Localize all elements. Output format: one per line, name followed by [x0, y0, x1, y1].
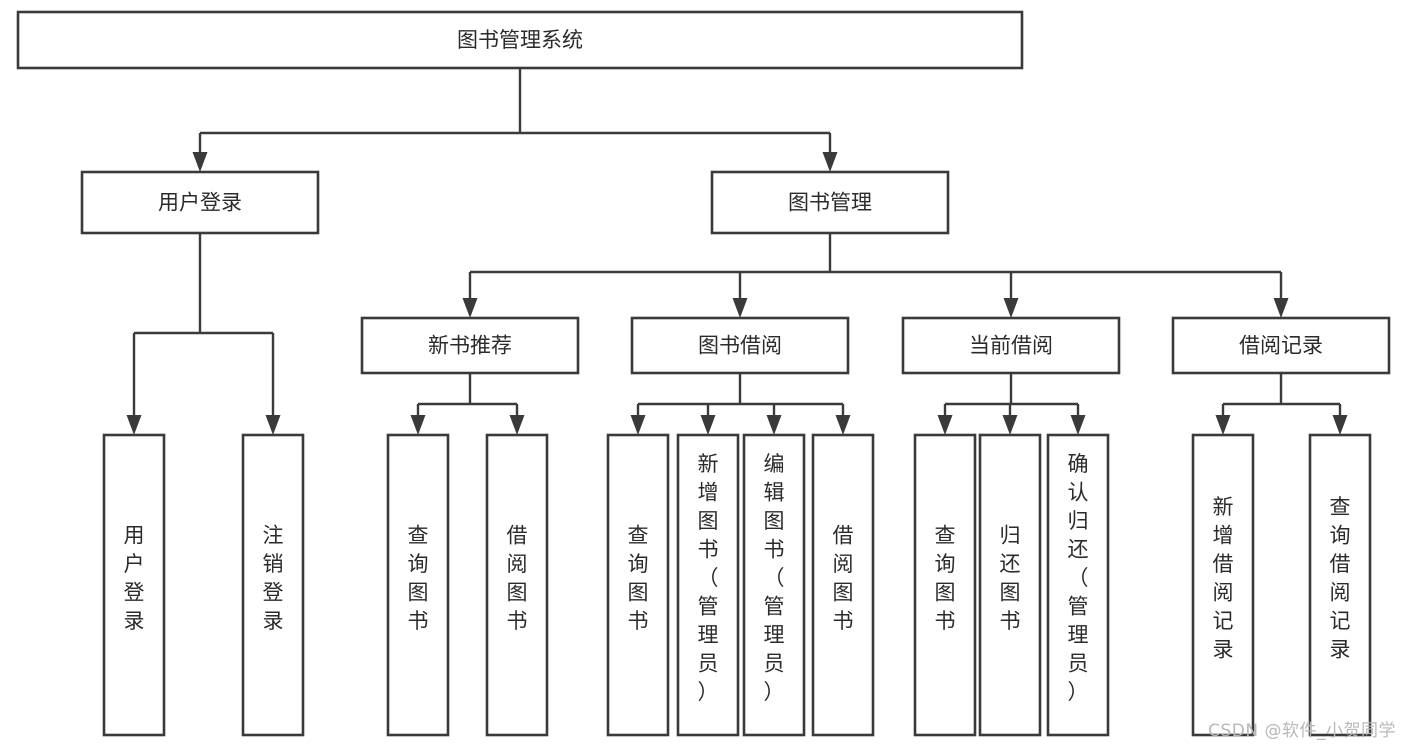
connector-layer [126, 68, 1348, 435]
arrow-head-icon [822, 152, 838, 172]
node-l1_1[interactable]: 图书管理 [710, 170, 950, 235]
node-box[interactable] [676, 433, 740, 737]
node-label: 查询图书 [935, 523, 956, 633]
node-label: 确认归还（管理员） [1068, 452, 1089, 704]
node-leaf_0[interactable]: 用户登录 [102, 433, 166, 737]
node-label: 新增图书（管理员） [698, 452, 719, 704]
node-leaf_9[interactable]: 归还图书 [978, 433, 1042, 737]
node-box[interactable] [901, 316, 1121, 375]
arrow-head-icon [1215, 415, 1231, 435]
node-leaf_10[interactable]: 确认归还（管理员） [1046, 433, 1110, 737]
node-label: 借阅记录 [1239, 334, 1323, 358]
node-leaf_4[interactable]: 查询图书 [606, 433, 670, 737]
node-box[interactable] [1308, 433, 1372, 737]
node-label: 注销登录 [263, 523, 284, 633]
node-leaf_7[interactable]: 借阅图书 [811, 433, 875, 737]
arrow-head-icon [462, 298, 478, 318]
node-box[interactable] [606, 433, 670, 737]
node-box[interactable] [1046, 433, 1110, 737]
node-box[interactable] [913, 433, 977, 737]
node-box[interactable] [80, 170, 320, 235]
arrow-head-icon [732, 298, 748, 318]
arrow-head-icon [835, 415, 851, 435]
node-label: 当前借阅 [969, 334, 1053, 358]
node-label: 图书借阅 [698, 334, 782, 358]
node-box[interactable] [360, 316, 580, 375]
node-label: 归还图书 [1000, 523, 1021, 633]
node-label: 查询图书 [408, 523, 429, 633]
node-leaf_2[interactable]: 查询图书 [386, 433, 450, 737]
arrow-head-icon [630, 415, 646, 435]
node-l2_3[interactable]: 借阅记录 [1171, 316, 1391, 375]
arrow-head-icon [766, 415, 782, 435]
arrow-head-icon [700, 415, 716, 435]
arrow-head-icon [1003, 298, 1019, 318]
node-box[interactable] [742, 433, 806, 737]
csdn-watermark: CSDN @软件_小贺同学 [1208, 721, 1396, 741]
arrow-head-icon [1070, 415, 1086, 435]
node-label: 查询图书 [628, 523, 649, 633]
arrow-head-icon [192, 152, 208, 172]
node-label: 查询借阅记录 [1330, 495, 1351, 662]
node-box[interactable] [1171, 316, 1391, 375]
node-box[interactable] [16, 10, 1024, 70]
node-leaf_8[interactable]: 查询图书 [913, 433, 977, 737]
node-l2_2[interactable]: 当前借阅 [901, 316, 1121, 375]
node-label: 借阅图书 [833, 523, 854, 633]
node-label: 用户登录 [124, 523, 145, 633]
node-box[interactable] [241, 433, 305, 737]
node-layer: 图书管理系统用户登录图书管理新书推荐图书借阅当前借阅借阅记录用户登录注销登录查询… [16, 10, 1391, 737]
node-box[interactable] [1191, 433, 1255, 737]
node-box[interactable] [102, 433, 166, 737]
arrow-head-icon [937, 415, 953, 435]
arrow-head-icon [126, 415, 142, 435]
arrow-head-icon [265, 415, 281, 435]
arrow-head-icon [410, 415, 426, 435]
node-label: 图书管理系统 [457, 28, 583, 52]
node-leaf_6[interactable]: 编辑图书（管理员） [742, 433, 806, 737]
node-box[interactable] [386, 433, 450, 737]
node-box[interactable] [485, 433, 549, 737]
node-l2_1[interactable]: 图书借阅 [630, 316, 850, 375]
node-leaf_1[interactable]: 注销登录 [241, 433, 305, 737]
node-l2_0[interactable]: 新书推荐 [360, 316, 580, 375]
node-label: 借阅图书 [507, 523, 528, 633]
node-leaf_11[interactable]: 新增借阅记录 [1191, 433, 1255, 737]
node-box[interactable] [630, 316, 850, 375]
node-leaf_3[interactable]: 借阅图书 [485, 433, 549, 737]
node-label: 新书推荐 [428, 334, 512, 358]
node-root[interactable]: 图书管理系统 [16, 10, 1024, 70]
node-label: 用户登录 [158, 191, 242, 215]
node-label: 图书管理 [788, 191, 872, 215]
node-label: 编辑图书（管理员） [764, 452, 785, 704]
arrow-head-icon [509, 415, 525, 435]
node-leaf_12[interactable]: 查询借阅记录 [1308, 433, 1372, 737]
node-box[interactable] [978, 433, 1042, 737]
arrow-head-icon [1273, 298, 1289, 318]
arrow-head-icon [1332, 415, 1348, 435]
node-leaf_5[interactable]: 新增图书（管理员） [676, 433, 740, 737]
arrow-head-icon [1002, 415, 1018, 435]
node-l1_0[interactable]: 用户登录 [80, 170, 320, 235]
node-label: 新增借阅记录 [1213, 495, 1234, 662]
node-box[interactable] [710, 170, 950, 235]
node-box[interactable] [811, 433, 875, 737]
